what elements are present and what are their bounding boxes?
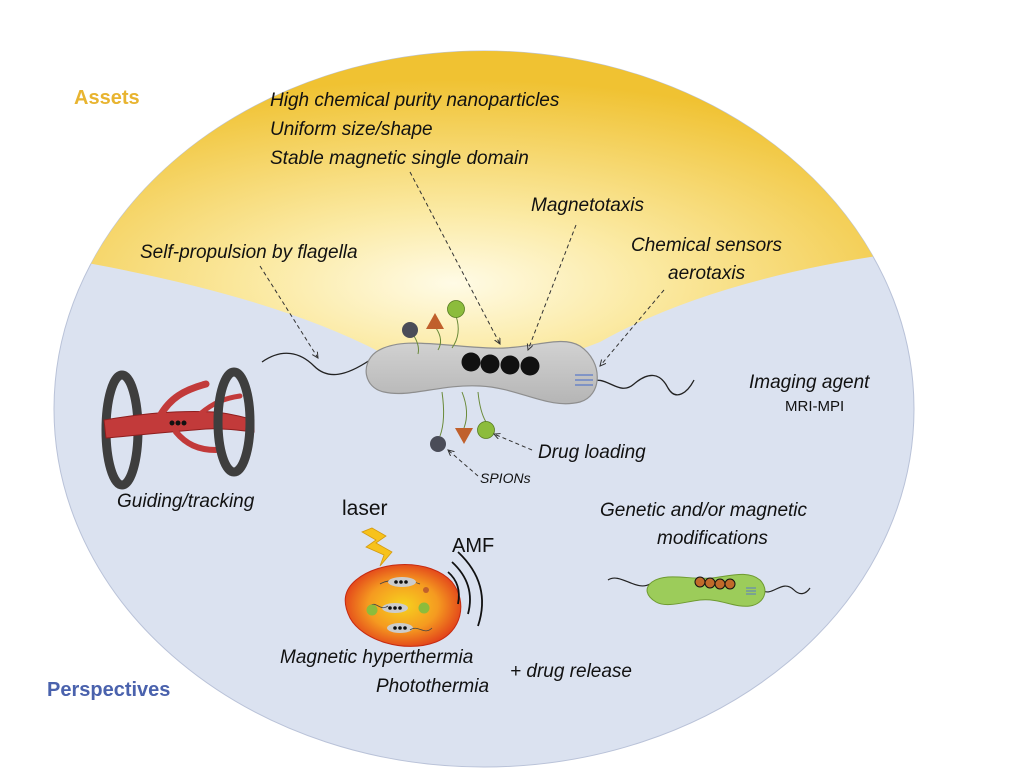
modified-bacterium <box>607 573 811 607</box>
assets-section-label: Assets <box>74 87 140 109</box>
asset-property-purity: High chemical purity nanoparticles <box>270 90 560 111</box>
magnetic-hyperthermia-label: Magnetic hyperthermia <box>280 647 474 668</box>
chemical-sensors-label: Chemical sensors <box>631 235 782 256</box>
genetic-modifications-label-line1: Genetic and/or magnetic <box>600 500 808 521</box>
magnetosome-chain <box>461 352 540 376</box>
asset-property-size: Uniform size/shape <box>270 119 433 140</box>
flagellum-left <box>261 352 371 376</box>
bacterium-cell <box>365 340 598 405</box>
chemical-sensor-stripes <box>575 374 593 386</box>
amf-waves-icon <box>447 551 483 627</box>
grafted-molecules-bottom <box>430 391 495 452</box>
grafted-molecules-top <box>402 300 465 355</box>
lightning-icon <box>361 527 393 567</box>
self-propulsion-label: Self-propulsion by flagella <box>140 242 358 263</box>
imaging-modality-label: MRI-MPI <box>785 398 845 415</box>
drug-release-label: + drug release <box>510 661 632 682</box>
magnetotaxis-label: Magnetotaxis <box>531 195 645 216</box>
genetic-modifications-label-line2: modifications <box>657 528 768 549</box>
aerotaxis-label: aerotaxis <box>668 263 746 284</box>
guiding-tracking-label: Guiding/tracking <box>117 491 255 512</box>
asset-property-domain: Stable magnetic single domain <box>270 148 529 169</box>
assets-region <box>54 51 914 369</box>
spions-label: SPIONs <box>480 470 531 486</box>
photothermia-label: Photothermia <box>376 676 490 697</box>
flagellum-right <box>587 374 695 396</box>
pointer-arrows <box>259 171 665 477</box>
laser-label: laser <box>342 497 388 520</box>
imaging-agent-label: Imaging agent <box>749 372 870 393</box>
tumor-bacteria <box>366 577 433 633</box>
guiding-coils-illustration <box>101 367 255 490</box>
amf-label: AMF <box>452 535 495 557</box>
drug-loading-label: Drug loading <box>538 442 646 463</box>
perspectives-section-label: Perspectives <box>47 679 171 701</box>
